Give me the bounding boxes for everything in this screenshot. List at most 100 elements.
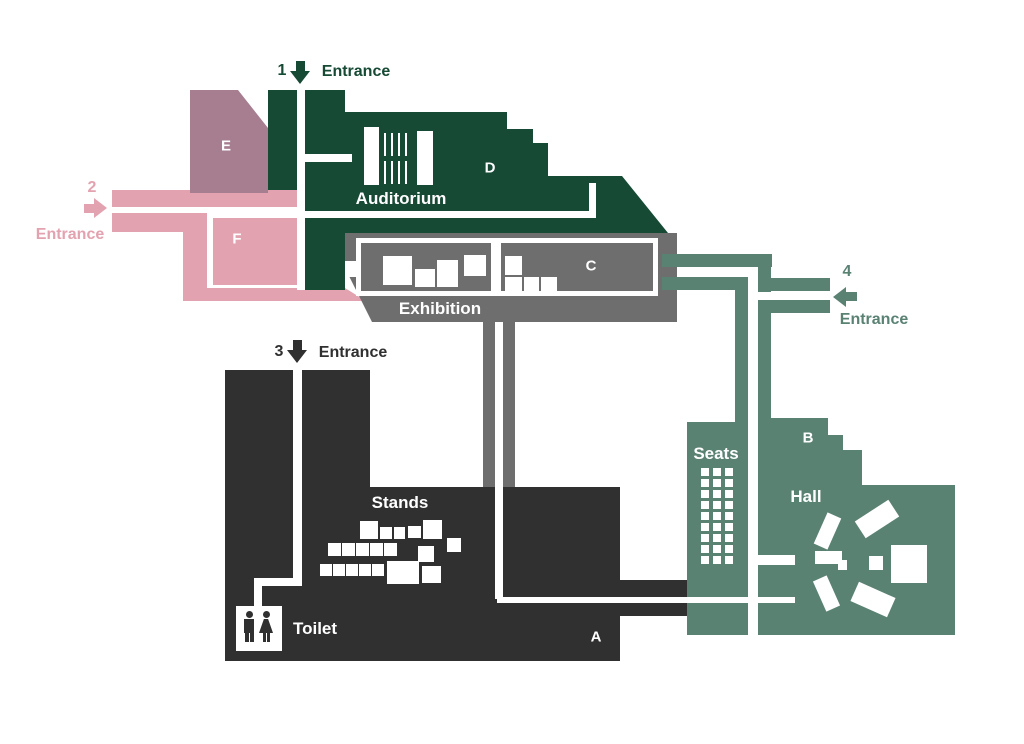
seats-hall-corridor: [748, 418, 758, 565]
sage-corridor-junction: [758, 254, 771, 292]
stand: [408, 526, 421, 538]
exhibition-booth: [415, 269, 435, 287]
stand: [447, 538, 461, 552]
hall-table: [869, 556, 883, 570]
zone-d-label: D: [484, 159, 496, 177]
toilet-man-icon: [245, 633, 249, 642]
exhibition-booth: [524, 277, 539, 291]
toilet-man-icon: [244, 619, 254, 633]
auditorium-seat-rows: [384, 133, 412, 156]
toilet-room: [236, 606, 282, 651]
seat: [725, 512, 733, 520]
entrance-4-corridor-upper: [771, 278, 830, 291]
seat: [713, 490, 721, 498]
exhibition-corridor-right: [503, 322, 515, 487]
sage-corridor-wall-left: [735, 290, 748, 422]
auditorium-corridor-right: [589, 183, 596, 218]
toilet-label: Toilet: [292, 619, 338, 638]
seat: [701, 479, 709, 487]
entrance-3-number: 3: [274, 343, 284, 360]
seat: [713, 523, 721, 531]
zone-e-label: E: [220, 137, 232, 155]
seat: [725, 490, 733, 498]
stand: [333, 564, 345, 576]
entrance-3-corridor: [293, 370, 302, 582]
zone-b-label: B: [802, 429, 814, 447]
seat: [725, 534, 733, 542]
sage-corridor-wall-right: [758, 313, 771, 418]
pink-band-bottom: [183, 288, 366, 301]
sage-corridor-top: [662, 254, 772, 267]
stand: [356, 543, 369, 556]
auditorium-label: Auditorium: [355, 189, 447, 208]
auditorium-seat-rows: [384, 161, 412, 184]
seat: [725, 556, 733, 564]
lower-corridor-horizontal: [497, 597, 795, 603]
stand: [370, 543, 383, 556]
stand: [422, 566, 441, 583]
seat: [701, 490, 709, 498]
hall-step-1: [828, 435, 843, 635]
toilet-woman-icon: [267, 633, 270, 642]
toilet-corridor: [254, 578, 302, 586]
stand: [380, 527, 392, 539]
seat: [701, 468, 709, 476]
seat: [713, 501, 721, 509]
seat: [701, 512, 709, 520]
entrance-2-label: Entrance: [35, 226, 105, 243]
stand: [320, 564, 332, 576]
zone-a-mid-column: [302, 370, 370, 490]
exhibition-booth: [541, 277, 557, 291]
hall-stage: [891, 545, 927, 583]
stand: [384, 543, 397, 556]
auditorium-entry-strip: [305, 90, 345, 290]
seat: [725, 479, 733, 487]
seat: [725, 523, 733, 531]
stand: [342, 543, 355, 556]
toilet-woman-icon: [263, 633, 266, 642]
toilet-woman-icon: [263, 611, 270, 618]
entrance-3-arrow-icon: [293, 340, 302, 350]
seat: [713, 479, 721, 487]
zone-a-corridor-vertical: [495, 487, 503, 599]
zone-a-label: A: [590, 628, 602, 646]
hall-step-2: [843, 450, 862, 635]
hall-label: Hall: [790, 487, 822, 506]
seat: [701, 545, 709, 553]
hall-entry-corridor: [748, 555, 795, 565]
sage-corridor-mid: [662, 277, 748, 290]
seat: [701, 556, 709, 564]
entrance-2-arrow-icon: [94, 198, 107, 218]
seat: [725, 545, 733, 553]
hall-seat-block: [838, 560, 847, 570]
exhibition-booth: [464, 255, 486, 276]
stand: [387, 561, 419, 584]
stand: [394, 527, 405, 539]
auditorium-corridor-main: [305, 211, 596, 218]
entrance-4-arrow-icon: [846, 292, 857, 301]
toilet-corridor: [254, 586, 262, 608]
stand: [328, 543, 341, 556]
auditorium-stage-block: [417, 131, 433, 185]
entrance-1-arrow-icon: [296, 61, 305, 71]
stand: [346, 564, 358, 576]
auditorium-corridor-branch: [305, 154, 352, 162]
entrance-1-corridor: [297, 90, 305, 290]
exhibition-corridor-left: [483, 322, 495, 487]
toilet-man-icon: [246, 611, 253, 618]
seat: [713, 556, 721, 564]
zone-a-arm-lower: [620, 603, 687, 616]
zone-f-label: F: [232, 230, 242, 248]
entrance-4-arrow-icon: [833, 287, 846, 307]
seat: [725, 501, 733, 509]
entrance-4-corridor-lower: [758, 300, 830, 313]
entrance-2-arrow-icon: [84, 204, 94, 213]
seats-label: Seats: [693, 444, 739, 463]
entrance-2-corridor-upper: [112, 190, 302, 207]
seat: [713, 534, 721, 542]
exhibition-west-door: [345, 261, 356, 277]
zone-f-block: [213, 218, 297, 285]
seat: [701, 501, 709, 509]
entrance-4-label: Entrance: [839, 311, 909, 328]
